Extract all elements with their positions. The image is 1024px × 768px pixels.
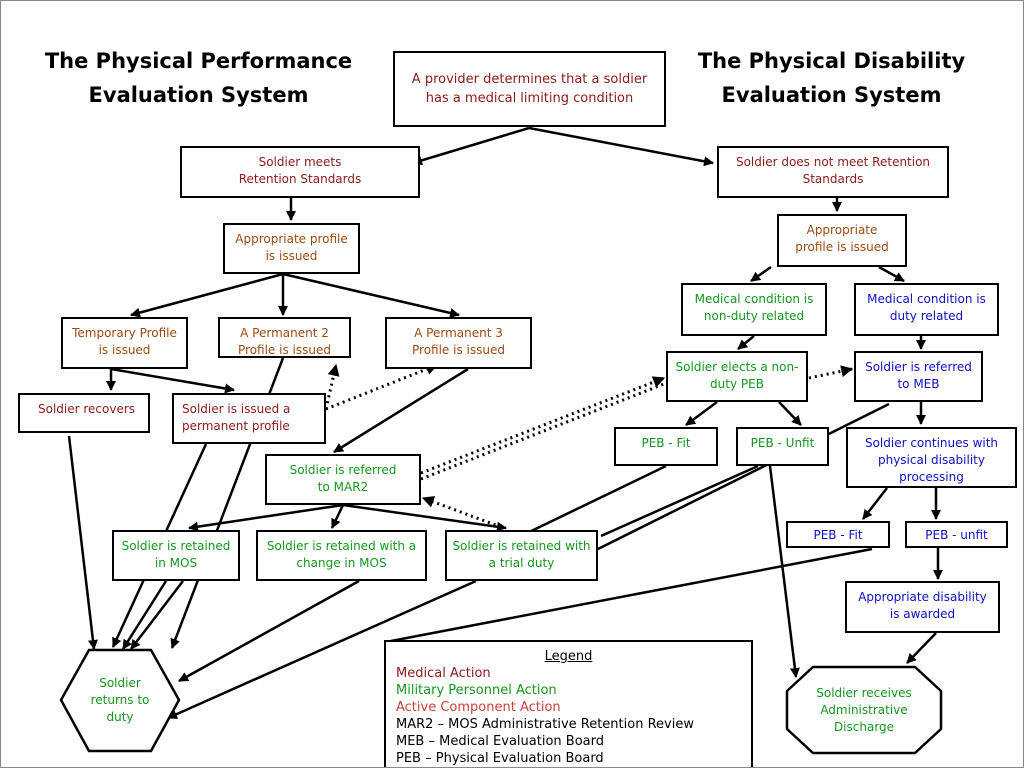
- arrow-profile-to-non-duty: [750, 265, 772, 283]
- arrow-recovers-to-duty: [67, 435, 98, 650]
- arrow-provider-to-meets: [412, 126, 530, 166]
- line-retained-mos-to-duty-2: [130, 580, 184, 650]
- arrow-temporary-to-permanent-profile: [110, 367, 235, 394]
- line-peb-fit-to-trial: [520, 464, 667, 538]
- arrow-profile-to-duty: [878, 265, 905, 283]
- meets-standards-box: Soldier meets Retention Standards: [180, 146, 420, 198]
- arrow-permanent-3-to-mar2: [333, 367, 469, 454]
- profile-issued-left-box: Appropriate profile is issued: [223, 223, 360, 274]
- legend-peb: PEB – Physical Evaluation Board: [396, 751, 604, 766]
- disability-awarded-box: Appropriate disability is awarded: [845, 581, 1000, 633]
- dotted-permanent-profile-to-permanent-3: [325, 363, 439, 411]
- legend-title: Legend: [544, 649, 593, 664]
- not-meet-standards-box: Soldier does not meet Retention Standard…: [717, 146, 949, 198]
- discharge-label: Soldier receives Administrative Discharg…: [816, 685, 912, 734]
- peb-unfit-box-2: PEB - unfit: [905, 521, 1008, 548]
- duty-related-box: Medical condition is duty related: [854, 283, 999, 336]
- peb-fit-box-1: PEB - Fit: [614, 427, 718, 466]
- line-peb-unfit-to-trial: [600, 464, 759, 538]
- arrow-elects-to-peb-unfit: [778, 401, 802, 426]
- retained-change-mos-box: Soldier is retained with a change in MOS: [256, 530, 427, 581]
- arrow-mar2-to-retained-mos: [188, 503, 344, 532]
- legend-medical-action: Medical Action: [396, 666, 491, 681]
- arrow-retained-trial-to-duty: [167, 579, 477, 720]
- arrow-elects-to-peb-fit: [685, 400, 718, 427]
- line-meb-to-trial: [597, 402, 890, 551]
- arrow-mar2-to-retained-trial: [342, 503, 507, 532]
- soldier-recovers-box: Soldier recovers: [18, 393, 150, 433]
- permanent-2-profile-box: A Permanent 2 Profile is issued: [218, 317, 351, 358]
- elects-non-duty-peb-box: Soldier elects a non- duty PEB: [666, 351, 808, 402]
- arrow-profile-to-permanent-3: [282, 272, 460, 318]
- octagon-shape: [59, 648, 181, 753]
- referred-to-meb-box: Soldier is referred to MEB: [854, 351, 983, 402]
- dotted-mar2-to-elects: [420, 376, 666, 475]
- continues-processing-box: Soldier continues with physical disabili…: [846, 427, 1017, 488]
- legend-mar2: MAR2 – MOS Administrative Retention Revi…: [396, 717, 694, 732]
- arrow-provider-to-not-meet: [528, 126, 714, 167]
- arrow-retained-change-to-duty: [178, 579, 360, 683]
- pdes-title: The Physical Disability Evaluation Syste…: [697, 49, 966, 107]
- legend: Legend Medical Action Military Personnel…: [384, 640, 753, 767]
- arrow-peb-unfit-to-discharge: [768, 465, 800, 678]
- legend-military-personnel-action: Military Personnel Action: [396, 683, 557, 698]
- administrative-discharge-octagon: Soldier receives Administrative Discharg…: [785, 665, 943, 755]
- arrow-disability-to-discharge: [906, 632, 937, 664]
- non-duty-related-box: Medical condition is non-duty related: [681, 283, 827, 336]
- arrow-non-duty-to-elects: [737, 335, 755, 350]
- temporary-profile-box: Temporary Profile is issued: [61, 317, 188, 369]
- dotted-trial-to-mar2: [421, 496, 502, 529]
- profile-issued-right-box: Appropriate profile is issued: [777, 214, 907, 267]
- line-retained-mos-to-duty-1: [121, 580, 168, 650]
- referred-to-mar2-box: Soldier is referred to MAR2: [265, 454, 421, 505]
- arrow-mar2-to-retained-change: [330, 504, 345, 529]
- dotted-permanent-profile-to-permanent-2: [324, 363, 340, 410]
- peb-fit-box-2: PEB - Fit: [786, 521, 890, 548]
- retained-in-mos-box: Soldier is retained in MOS: [112, 530, 240, 581]
- arrow-profile-to-temporary: [130, 272, 284, 318]
- line-peb-fit-2-to-duty: [390, 547, 873, 643]
- retained-trial-duty-box: Soldier is retained with a trial duty: [445, 530, 598, 581]
- arrow-continues-to-peb-fit: [862, 487, 888, 520]
- peb-unfit-box-1: PEB - Unfit: [736, 427, 829, 466]
- permanent-3-profile-box: A Permanent 3 Profile is issued: [385, 317, 532, 369]
- permanent-profile-box: Soldier is issued a permanent profile: [172, 393, 326, 444]
- returns-to-duty-label: Soldier returns to duty: [90, 676, 150, 724]
- provider-box: A provider determines that a soldier has…: [393, 51, 666, 127]
- legend-meb: MEB – Medical Evaluation Board: [396, 734, 604, 749]
- dotted-mar2-to-elects-2: [420, 382, 665, 481]
- ppes-title: The Physical Performance Evaluation Syst…: [44, 49, 353, 107]
- legend-active-component-action: Active Component Action: [396, 700, 561, 715]
- octagon-shape: [785, 665, 943, 755]
- returns-to-duty-octagon: Soldier returns to duty: [59, 648, 181, 753]
- dotted-elects-to-meb: [808, 365, 854, 380]
